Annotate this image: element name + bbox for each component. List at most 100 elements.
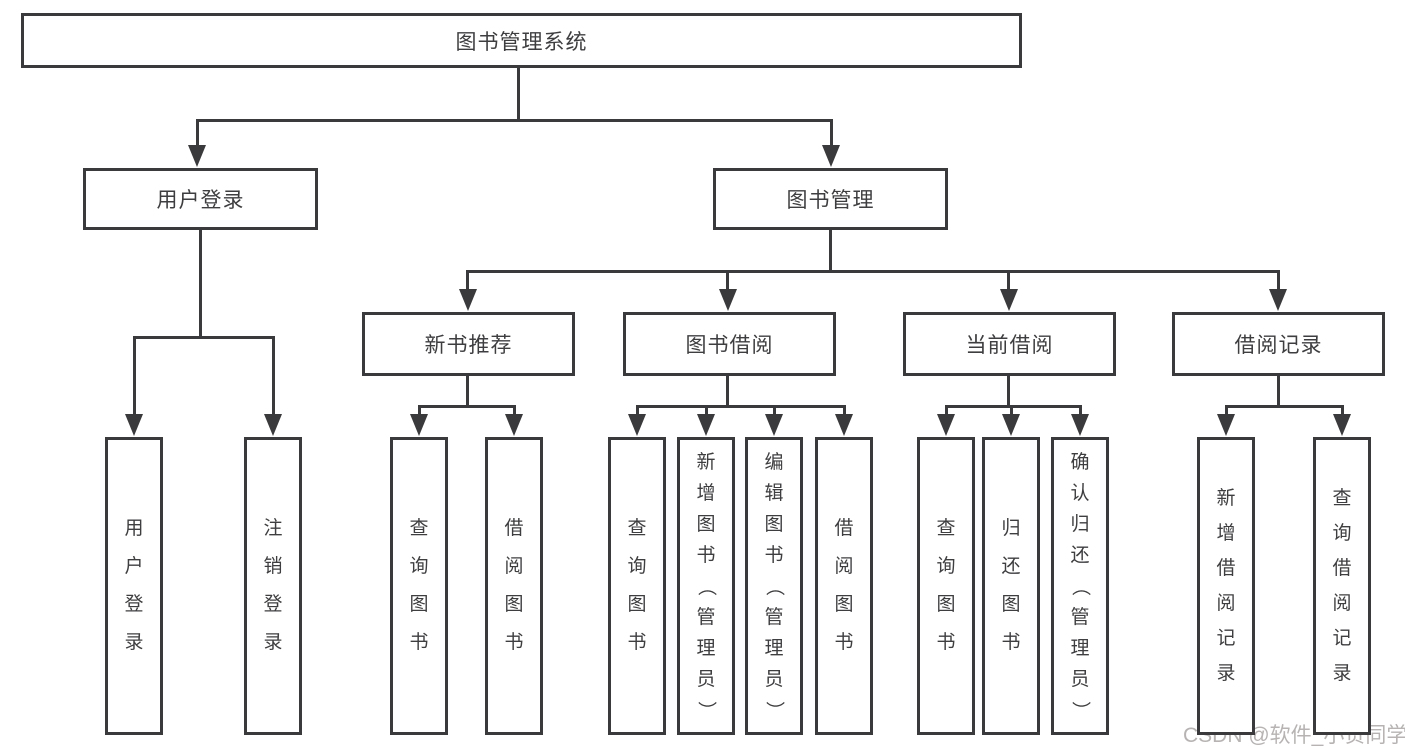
arrow-down-icon — [459, 289, 477, 311]
connector-line — [517, 68, 520, 119]
vertical-char: 还 — [1001, 556, 1021, 577]
connector-line — [199, 230, 202, 337]
connector-line — [466, 273, 469, 291]
arrow-down-icon — [835, 414, 853, 436]
connector-line — [1009, 408, 1013, 416]
connector-line — [272, 339, 275, 415]
vertical-char: 管 — [696, 606, 716, 628]
vertical-char: 书 — [936, 632, 956, 653]
vertical-char: 图 — [936, 594, 956, 615]
vertical-char: 图 — [764, 513, 784, 535]
connector-line — [196, 119, 833, 122]
node-current-borrow: 当前借阅 — [903, 312, 1116, 376]
node-bb-borrow: 借阅图书 — [815, 437, 873, 735]
vertical-char: 借 — [834, 518, 854, 539]
node-cb-confirm: 确认归还（管理员） — [1051, 437, 1109, 735]
node-ul-login: 用户登录 — [105, 437, 163, 735]
connector-line — [133, 336, 275, 339]
connector-line — [418, 405, 516, 408]
vertical-char: 阅 — [834, 556, 854, 577]
vertical-char: 销 — [263, 556, 283, 577]
vertical-char: 询 — [1332, 523, 1352, 544]
vertical-char: 录 — [124, 632, 144, 653]
vertical-char: 员 — [696, 668, 716, 690]
connector-line — [944, 408, 948, 416]
node-bb-add: 新增图书（管理员） — [677, 437, 735, 735]
connector-line — [830, 122, 833, 148]
connector-line — [636, 405, 846, 408]
arrow-down-icon — [822, 145, 840, 167]
arrow-down-icon — [125, 414, 143, 436]
node-book-mgmt: 图书管理 — [713, 168, 948, 230]
vertical-char: 归 — [1070, 513, 1090, 535]
vertical-char: 归 — [1001, 518, 1021, 539]
vertical-char: 记 — [1332, 628, 1352, 649]
vertical-char: 询 — [409, 556, 429, 577]
vertical-char: 阅 — [504, 556, 524, 577]
connector-line — [512, 408, 516, 416]
connector-line — [466, 270, 1280, 273]
vertical-char: 书 — [409, 632, 429, 653]
vertical-char: （ — [695, 576, 717, 596]
vertical-char: 录 — [1332, 663, 1352, 684]
connector-line — [1007, 273, 1010, 291]
arrow-down-icon — [1269, 289, 1287, 311]
vertical-char: ） — [763, 700, 785, 720]
arrow-down-icon — [697, 414, 715, 436]
node-root: 图书管理系统 — [21, 13, 1022, 68]
connector-line — [945, 405, 1082, 408]
connector-line — [829, 230, 832, 271]
vertical-char: 书 — [696, 544, 716, 566]
arrow-down-icon — [1217, 414, 1235, 436]
vertical-char: 书 — [504, 632, 524, 653]
connector-line — [1007, 376, 1010, 407]
vertical-char: ） — [1069, 700, 1091, 720]
arrow-down-icon — [1333, 414, 1351, 436]
vertical-char: 编 — [764, 451, 784, 473]
connector-line — [1277, 273, 1280, 291]
vertical-char: 辑 — [764, 482, 784, 504]
vertical-char: 阅 — [1216, 593, 1236, 614]
connector-line — [1078, 408, 1082, 416]
connector-line — [1277, 376, 1280, 407]
vertical-char: 管 — [1070, 606, 1090, 628]
vertical-char: 阅 — [1332, 593, 1352, 614]
vertical-char: 图 — [1001, 594, 1021, 615]
node-ul-logout: 注销登录 — [244, 437, 302, 735]
vertical-char: 新 — [1216, 488, 1236, 509]
connector-line — [772, 408, 776, 416]
vertical-char: 书 — [627, 632, 647, 653]
vertical-char: 借 — [1216, 558, 1236, 579]
vertical-char: 管 — [764, 606, 784, 628]
vertical-char: 登 — [124, 594, 144, 615]
vertical-char: 户 — [124, 556, 144, 577]
node-br-add: 新增借阅记录 — [1197, 437, 1255, 735]
connector-line — [1224, 408, 1228, 416]
vertical-char: 图 — [627, 594, 647, 615]
vertical-char: 借 — [1332, 558, 1352, 579]
connector-line — [133, 339, 136, 415]
vertical-char: 书 — [834, 632, 854, 653]
node-nbr-borrow: 借阅图书 — [485, 437, 543, 735]
vertical-char: 理 — [1070, 637, 1090, 659]
arrow-down-icon — [719, 289, 737, 311]
vertical-char: 员 — [764, 668, 784, 690]
vertical-char: 查 — [409, 518, 429, 539]
vertical-char: 图 — [504, 594, 524, 615]
vertical-char: 录 — [1216, 663, 1236, 684]
vertical-char: 查 — [936, 518, 956, 539]
vertical-char: 书 — [1001, 632, 1021, 653]
connector-line — [842, 408, 846, 416]
connector-line — [1340, 408, 1344, 416]
node-cb-query: 查询图书 — [917, 437, 975, 735]
vertical-char: 认 — [1070, 482, 1090, 504]
node-book-borrow: 图书借阅 — [623, 312, 836, 376]
node-bb-query: 查询图书 — [608, 437, 666, 735]
arrow-down-icon — [410, 414, 428, 436]
node-borrow-records: 借阅记录 — [1172, 312, 1385, 376]
node-user-login: 用户登录 — [83, 168, 318, 230]
vertical-char: 录 — [263, 632, 283, 653]
arrow-down-icon — [628, 414, 646, 436]
vertical-char: 注 — [263, 518, 283, 539]
